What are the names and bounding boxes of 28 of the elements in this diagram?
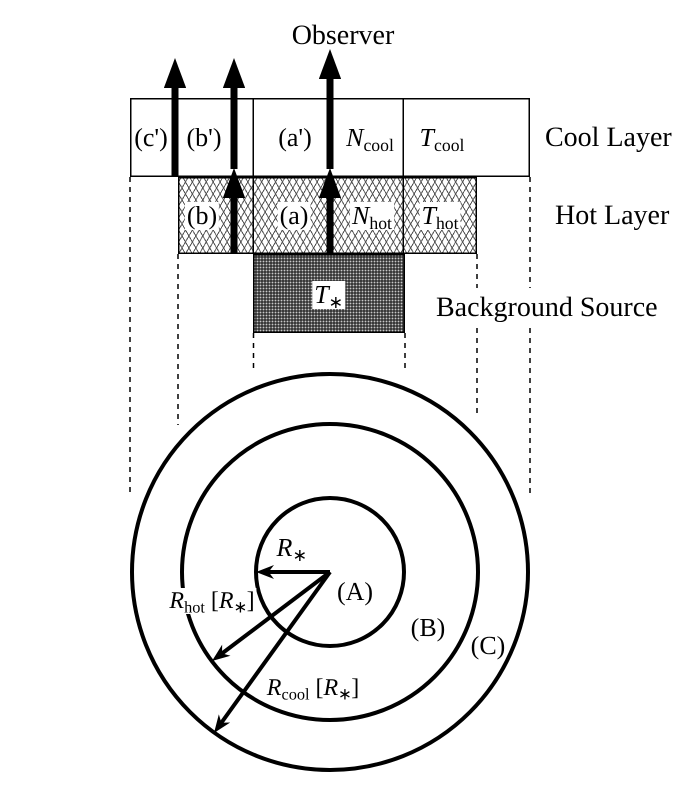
radius-label: R$_{cool}$ [R$_{∗}$] <box>266 676 360 700</box>
ray-arrow <box>222 168 246 254</box>
region-label: (B) <box>410 615 446 641</box>
region-label: (A) <box>336 579 374 605</box>
ray-label: (a') <box>278 125 312 151</box>
observer-label: Observer <box>292 22 394 50</box>
radius-label: R$_{hot}$ [R$_{∗}$] <box>167 588 257 614</box>
layer-label: Cool Layer <box>545 124 672 152</box>
ray-arrow <box>164 58 186 177</box>
ray-label: (c') <box>134 125 168 151</box>
ray-label: (a) <box>278 202 310 230</box>
layer-band <box>130 98 530 177</box>
source-label: Background Source <box>436 294 658 322</box>
outer-circle <box>130 372 530 772</box>
variable-label: N$_{cool}$ <box>346 125 394 151</box>
layer-label: Hot Layer <box>555 202 670 230</box>
radius-label: R$_{∗}$ <box>276 535 308 561</box>
hatched-layer-band <box>178 177 477 254</box>
variable-label: T$_{∗}$ <box>312 281 346 309</box>
ray-arrow <box>318 168 342 254</box>
dotted-source-block <box>253 254 405 333</box>
variable-label: T$_{hot}$ <box>419 202 461 230</box>
region-label: (C) <box>470 633 506 659</box>
ray-label: (b') <box>186 125 222 151</box>
ray-label: (b) <box>184 202 220 230</box>
variable-label: T$_{cool}$ <box>420 125 464 151</box>
inner-circle <box>254 496 406 648</box>
variable-label: N$_{hot}$ <box>350 202 394 230</box>
